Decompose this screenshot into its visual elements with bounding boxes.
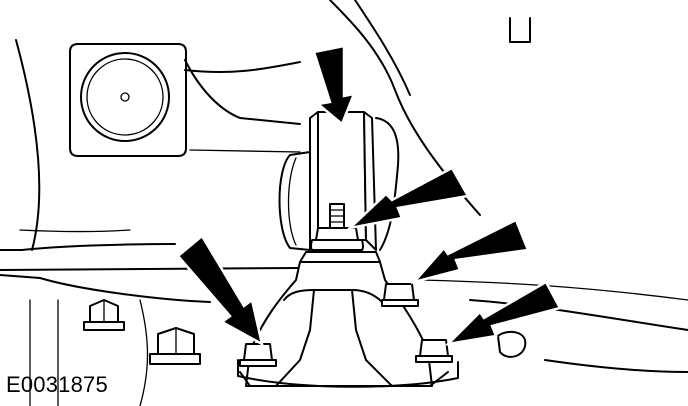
- top-stud-nut: [310, 203, 364, 251]
- callout-arrow-nut: [346, 166, 470, 231]
- left-bolt: [239, 343, 277, 367]
- callout-arrow-top: [312, 44, 357, 127]
- figure-reference-number: E0031875: [6, 372, 108, 397]
- insulator: [278, 151, 311, 251]
- bracket-tab: [509, 17, 531, 43]
- callout-arrow-right-lower: [444, 280, 562, 346]
- callout-arrow-right-upper: [410, 218, 530, 285]
- callout-arrow-left: [176, 234, 264, 347]
- cover-plate: [69, 43, 187, 157]
- right-lower-bolt: [415, 339, 453, 363]
- hex-bolt-center: [149, 327, 201, 365]
- hex-bolt-left: [83, 299, 125, 331]
- right-upper-bolt: [381, 283, 419, 307]
